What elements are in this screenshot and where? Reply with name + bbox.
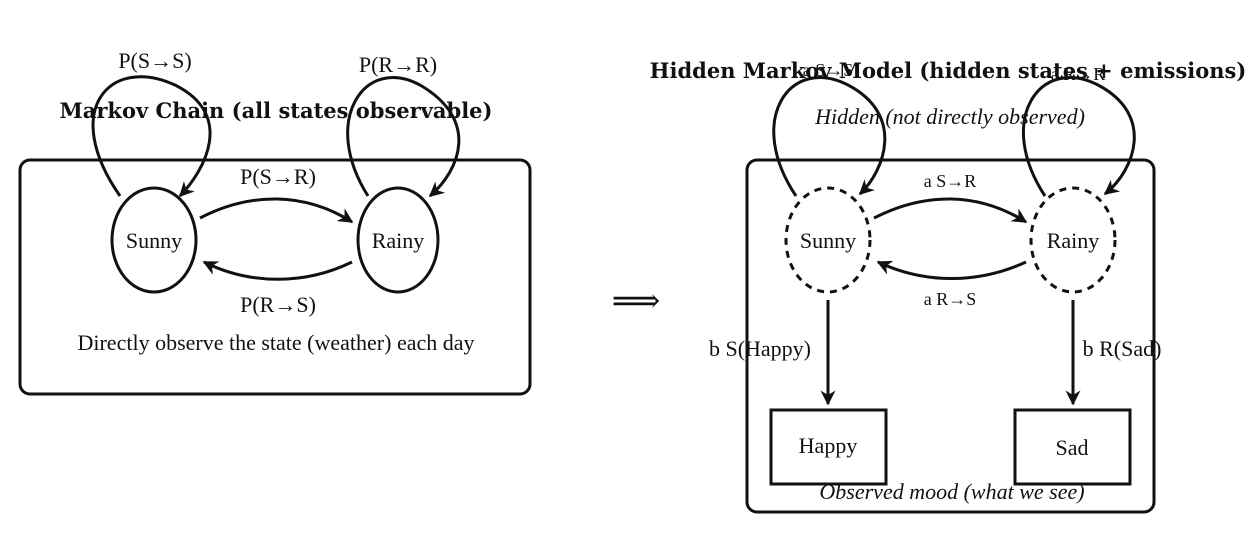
sunny-to-rainy-label: P(S→R) [240, 164, 316, 189]
hmm-rainy-state-label: Rainy [1047, 228, 1100, 253]
hmm-sunny-to-rainy-label: a S→R [924, 171, 977, 191]
observation-sad-label: Sad [1056, 435, 1089, 460]
rainy-loop-label: P(R→R) [359, 52, 437, 77]
markov-chain-title: Markov Chain (all states observable) [60, 98, 493, 123]
observed-label: Observed mood (what we see) [819, 479, 1084, 504]
rainy-to-sunny-edge [202, 260, 353, 281]
markov-chain-frame [18, 158, 532, 396]
markov-chain-panel: Markov Chain (all states observable) P(S… [18, 48, 532, 396]
emission-sunny-label: b S(Happy) [709, 336, 811, 361]
rainy-self-loop [346, 76, 461, 198]
hmm-frame [745, 158, 1156, 514]
hmm-rainy-to-sunny-edge [876, 260, 1027, 280]
rainy-state-label: Rainy [372, 228, 425, 253]
hmm-rainy-self-loop [1021, 76, 1136, 197]
emission-rainy-label: b R(Sad) [1083, 336, 1162, 361]
hmm-title: Hidden Markov Model (hidden states + emi… [650, 58, 1247, 83]
sunny-loop-label: P(S→S) [118, 48, 191, 73]
hmm-sunny-self-loop [772, 76, 887, 197]
hmm-panel: a S→S a R→R Hidden Markov Model (hidden … [650, 58, 1247, 514]
hmm-rainy-to-sunny-label: a R→S [924, 289, 977, 309]
markov-chain-caption: Directly observe the state (weather) eac… [77, 330, 474, 355]
implies-arrow: ⟹ [612, 281, 661, 321]
hmm-rainy-state [1029, 186, 1117, 294]
hmm-sunny-state [784, 186, 872, 294]
hidden-label: Hidden (not directly observed) [814, 104, 1085, 129]
observation-happy-box [769, 408, 888, 486]
rainy-state [356, 186, 440, 294]
hmm-sunny-state-label: Sunny [800, 228, 856, 253]
observation-happy-label: Happy [799, 433, 858, 458]
hmm-sunny-loop-label: a S→S [803, 60, 854, 80]
sunny-to-rainy-edge [199, 197, 354, 224]
hmm-rainy-loop-label: a R→R [1051, 64, 1106, 84]
observation-sad-box [1013, 408, 1132, 486]
rainy-to-sunny-label: P(R→S) [240, 292, 316, 317]
hmm-sunny-to-rainy-edge [873, 197, 1028, 224]
sunny-state [110, 186, 198, 294]
sunny-self-loop [91, 75, 212, 198]
sunny-state-label: Sunny [126, 228, 182, 253]
